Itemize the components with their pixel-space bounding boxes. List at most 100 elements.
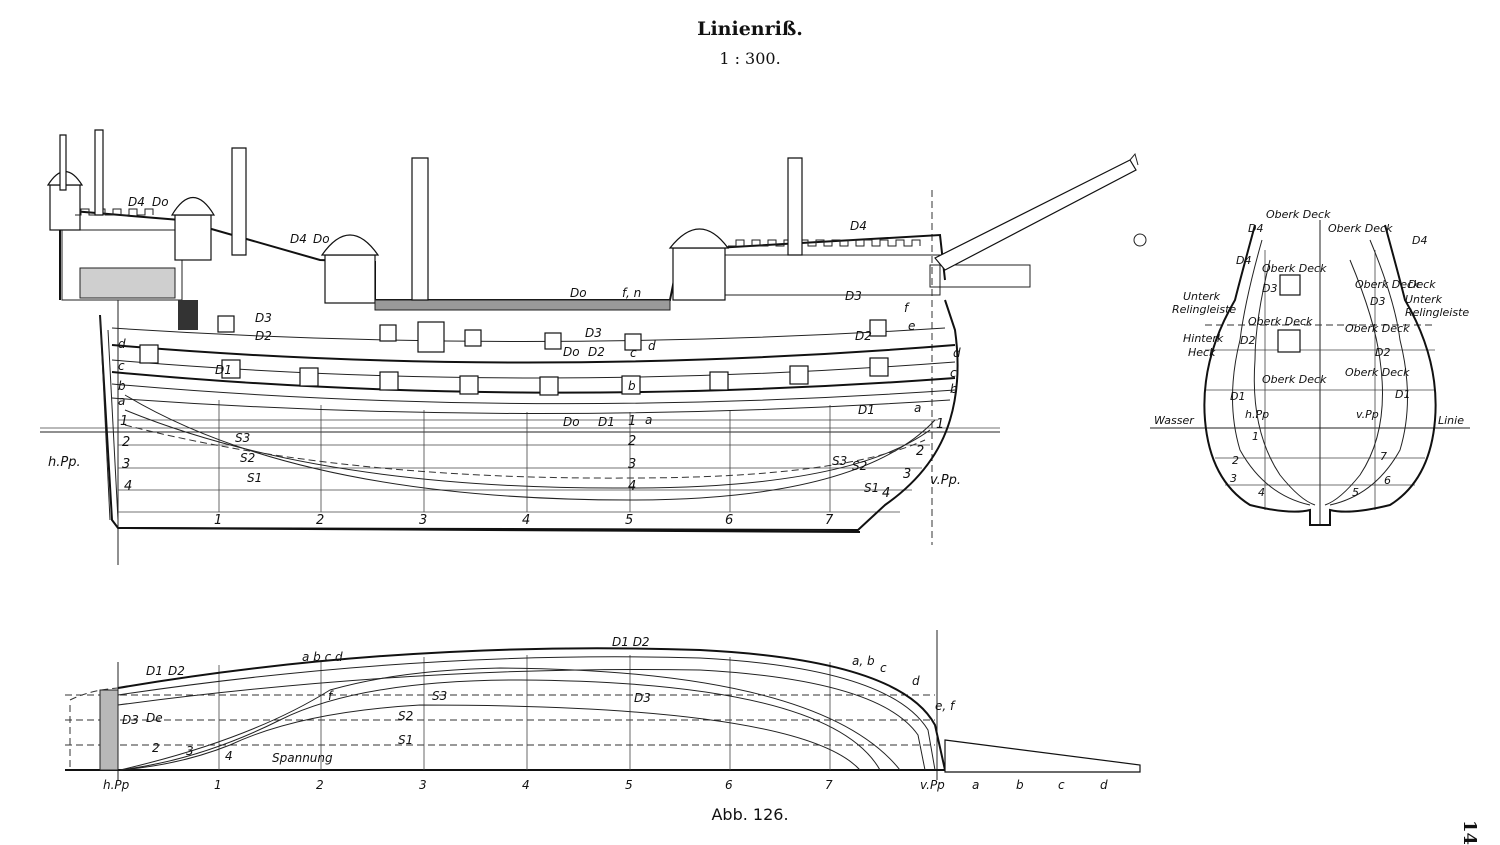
deck-label: D1 D2 <box>612 635 650 649</box>
stern-castle <box>61 229 183 301</box>
waterline-label: Linie <box>1438 414 1464 427</box>
waterline-number: 3 <box>122 457 130 472</box>
deck-label: Unterk <box>1405 293 1443 306</box>
diagonal-s3 <box>124 424 926 479</box>
hull-half-breadth <box>117 647 946 771</box>
perpendicular-label: h.Pp <box>1245 408 1269 421</box>
turret <box>672 247 726 301</box>
drawing-title: Linienriß. <box>697 18 803 40</box>
sheer-letter: c <box>630 346 637 360</box>
sheer-letter: a <box>118 394 125 408</box>
waterline-number: 4 <box>882 486 890 501</box>
sheer-line <box>111 327 946 342</box>
station-number: 1 <box>214 513 222 528</box>
deck-label: Oberk Deck <box>1262 373 1327 386</box>
diagonal-curve <box>119 679 881 771</box>
gunport <box>221 359 241 379</box>
sheer-letter: b <box>118 379 126 393</box>
turret-dome <box>668 228 730 249</box>
deck-label: Hinterk <box>1183 332 1224 345</box>
sheer-letter: f <box>904 301 910 315</box>
station-number: 2 <box>316 778 324 792</box>
beakhead <box>929 264 1031 288</box>
waterline-number: 3 <box>903 467 911 482</box>
diagonal-curve <box>119 704 861 771</box>
letter-label: a b c d <box>302 650 343 664</box>
spannung-label: Spannung <box>272 751 333 765</box>
gunport <box>869 357 889 377</box>
station-number: 7 <box>825 778 833 792</box>
station-number: 5 <box>1352 486 1359 499</box>
waterline-number: 1 <box>628 414 636 429</box>
turret-dome <box>170 197 216 216</box>
sheer-letter: c <box>950 366 957 380</box>
deck-label: D3 <box>845 289 862 303</box>
deck-label: D1 <box>146 664 163 678</box>
gunport-upper <box>464 329 482 347</box>
deck-label: D3 <box>1370 295 1385 308</box>
body-plan-view: Oberk Deck Oberk Deck D4 D4 Oberk Deck D… <box>1150 208 1470 526</box>
deck-label: Oberk Deck <box>1328 222 1393 235</box>
deck-label: D3 <box>255 311 272 325</box>
figure-caption: Abb. 126. <box>711 805 789 824</box>
station-number: 3 <box>186 744 194 758</box>
stern-window <box>178 300 198 330</box>
deck-label: D1 <box>215 363 232 377</box>
sternpost <box>99 314 111 521</box>
wale-line <box>111 371 956 394</box>
figurehead <box>1133 233 1147 247</box>
letter-label: f <box>328 689 334 703</box>
mizzen-mast <box>94 129 104 216</box>
diagonal-s2 <box>124 409 931 489</box>
deck-label: D2 <box>855 329 872 343</box>
deck-label: Relingleiste <box>1172 303 1236 316</box>
waterline-number: 3 <box>628 457 636 472</box>
station-number: 6 <box>1384 474 1391 487</box>
gunport <box>1279 274 1301 296</box>
station-number: 7 <box>825 513 834 528</box>
deck-label: Oberk Deck <box>1248 315 1313 328</box>
perpendicular-label: v.Pp <box>1356 408 1379 421</box>
sheer-letter: b <box>950 382 958 396</box>
waterline-number: 2 <box>628 434 636 449</box>
deck-label: D4 <box>1248 222 1263 235</box>
deck-label: D2 <box>255 329 272 343</box>
deck-label: Do <box>570 286 587 300</box>
gunport <box>621 375 641 395</box>
sheer-line <box>111 397 951 415</box>
station-number: 7 <box>1380 450 1387 463</box>
rudder <box>107 329 119 521</box>
deck-label: Unterk <box>1183 290 1221 303</box>
deck-label: Oberk Deck <box>1345 366 1410 379</box>
bow-letter: b <box>1016 778 1024 792</box>
transom <box>99 689 119 771</box>
sheer-letter: e <box>908 319 915 333</box>
sheer-letter: d <box>648 339 656 353</box>
station-number: 1 <box>1252 430 1259 443</box>
section-curve <box>1324 259 1383 506</box>
bow-perpendicular-label: v.Pp <box>920 778 945 792</box>
deck-label: D4 <box>128 195 145 209</box>
sheer-letter: c <box>118 359 125 373</box>
deck-label: D1 <box>1230 390 1245 403</box>
deck-label: D3 <box>585 326 602 340</box>
deck-label: D3 <box>1262 282 1277 295</box>
diagonal-label: S3 <box>832 454 847 468</box>
deck-label: Do <box>152 195 169 209</box>
hull-outline <box>99 299 959 532</box>
waterline-number: 1 <box>936 417 944 432</box>
deck-band <box>374 299 671 311</box>
station-number: 1 <box>214 778 222 792</box>
station-number: 4 <box>522 513 530 528</box>
section-curve <box>1253 259 1316 506</box>
bow-letter: c <box>1058 778 1065 792</box>
wale-line <box>111 383 956 405</box>
station-number: 4 <box>225 749 233 763</box>
turret <box>174 214 212 261</box>
letter-label: a, b <box>852 654 875 668</box>
bow-perpendicular-label: v.Pp. <box>930 473 961 488</box>
section-curve <box>1329 239 1408 506</box>
deck-label: D2 <box>588 345 605 359</box>
battlements <box>728 239 921 247</box>
waterline-number: 2 <box>122 435 130 450</box>
